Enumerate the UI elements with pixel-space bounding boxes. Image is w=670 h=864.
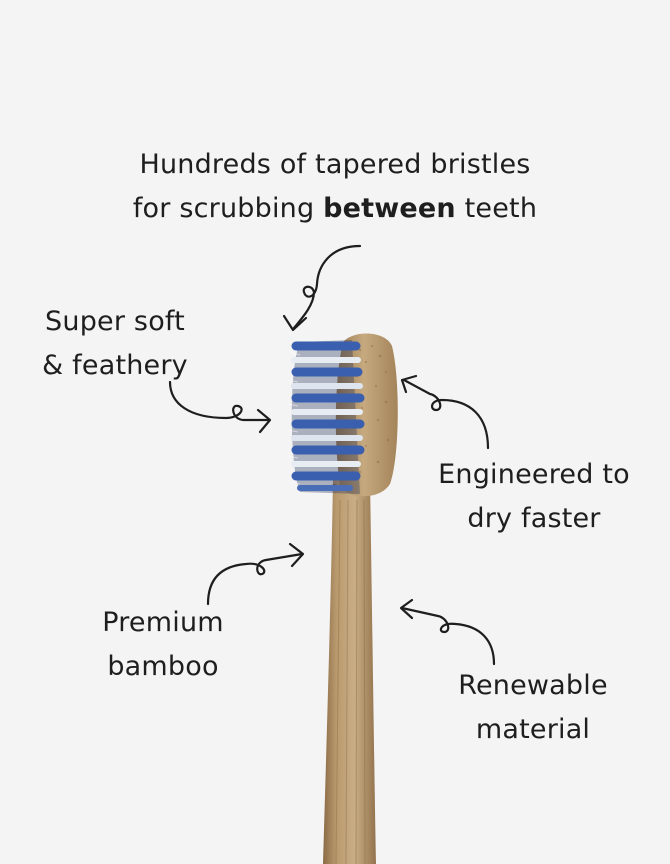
callout-renewable-line2: material: [475, 714, 591, 745]
callout-renewable-line1: Renewable: [458, 670, 608, 701]
callout-bristles-line2-pre: for scrubbing: [132, 193, 324, 224]
bamboo-handle: [323, 480, 376, 864]
curly-arrow-icon: [168, 380, 272, 434]
curly-arrow-icon: [206, 542, 305, 606]
callout-soft-line2: & feathery: [42, 350, 188, 381]
callout-dry-line1: Engineered to: [438, 459, 630, 490]
callout-bamboo-line2: bamboo: [107, 651, 219, 682]
callout-bristles: Hundreds of tapered bristles for scrubbi…: [0, 143, 670, 231]
callout-renewable: Renewable material: [432, 664, 634, 752]
callout-dry: Engineered to dry faster: [423, 453, 645, 541]
callout-bristles-line2: for scrubbing between teeth: [0, 187, 670, 231]
callout-dry-line2: dry faster: [467, 503, 601, 534]
bristles: [287, 340, 365, 494]
callout-bristles-line1: Hundreds of tapered bristles: [139, 149, 531, 180]
callout-bamboo-line1: Premium: [102, 607, 224, 638]
callout-soft: Super soft & feathery: [22, 300, 208, 388]
callout-bristles-line2-post: teeth: [455, 193, 538, 224]
callout-soft-line1: Super soft: [45, 306, 185, 337]
curly-arrow-icon: [400, 374, 490, 450]
callout-bamboo: Premium bamboo: [70, 601, 256, 689]
curly-arrow-icon: [282, 244, 362, 332]
callout-bristles-emphasis: between: [323, 193, 456, 224]
curly-arrow-icon: [399, 598, 496, 666]
